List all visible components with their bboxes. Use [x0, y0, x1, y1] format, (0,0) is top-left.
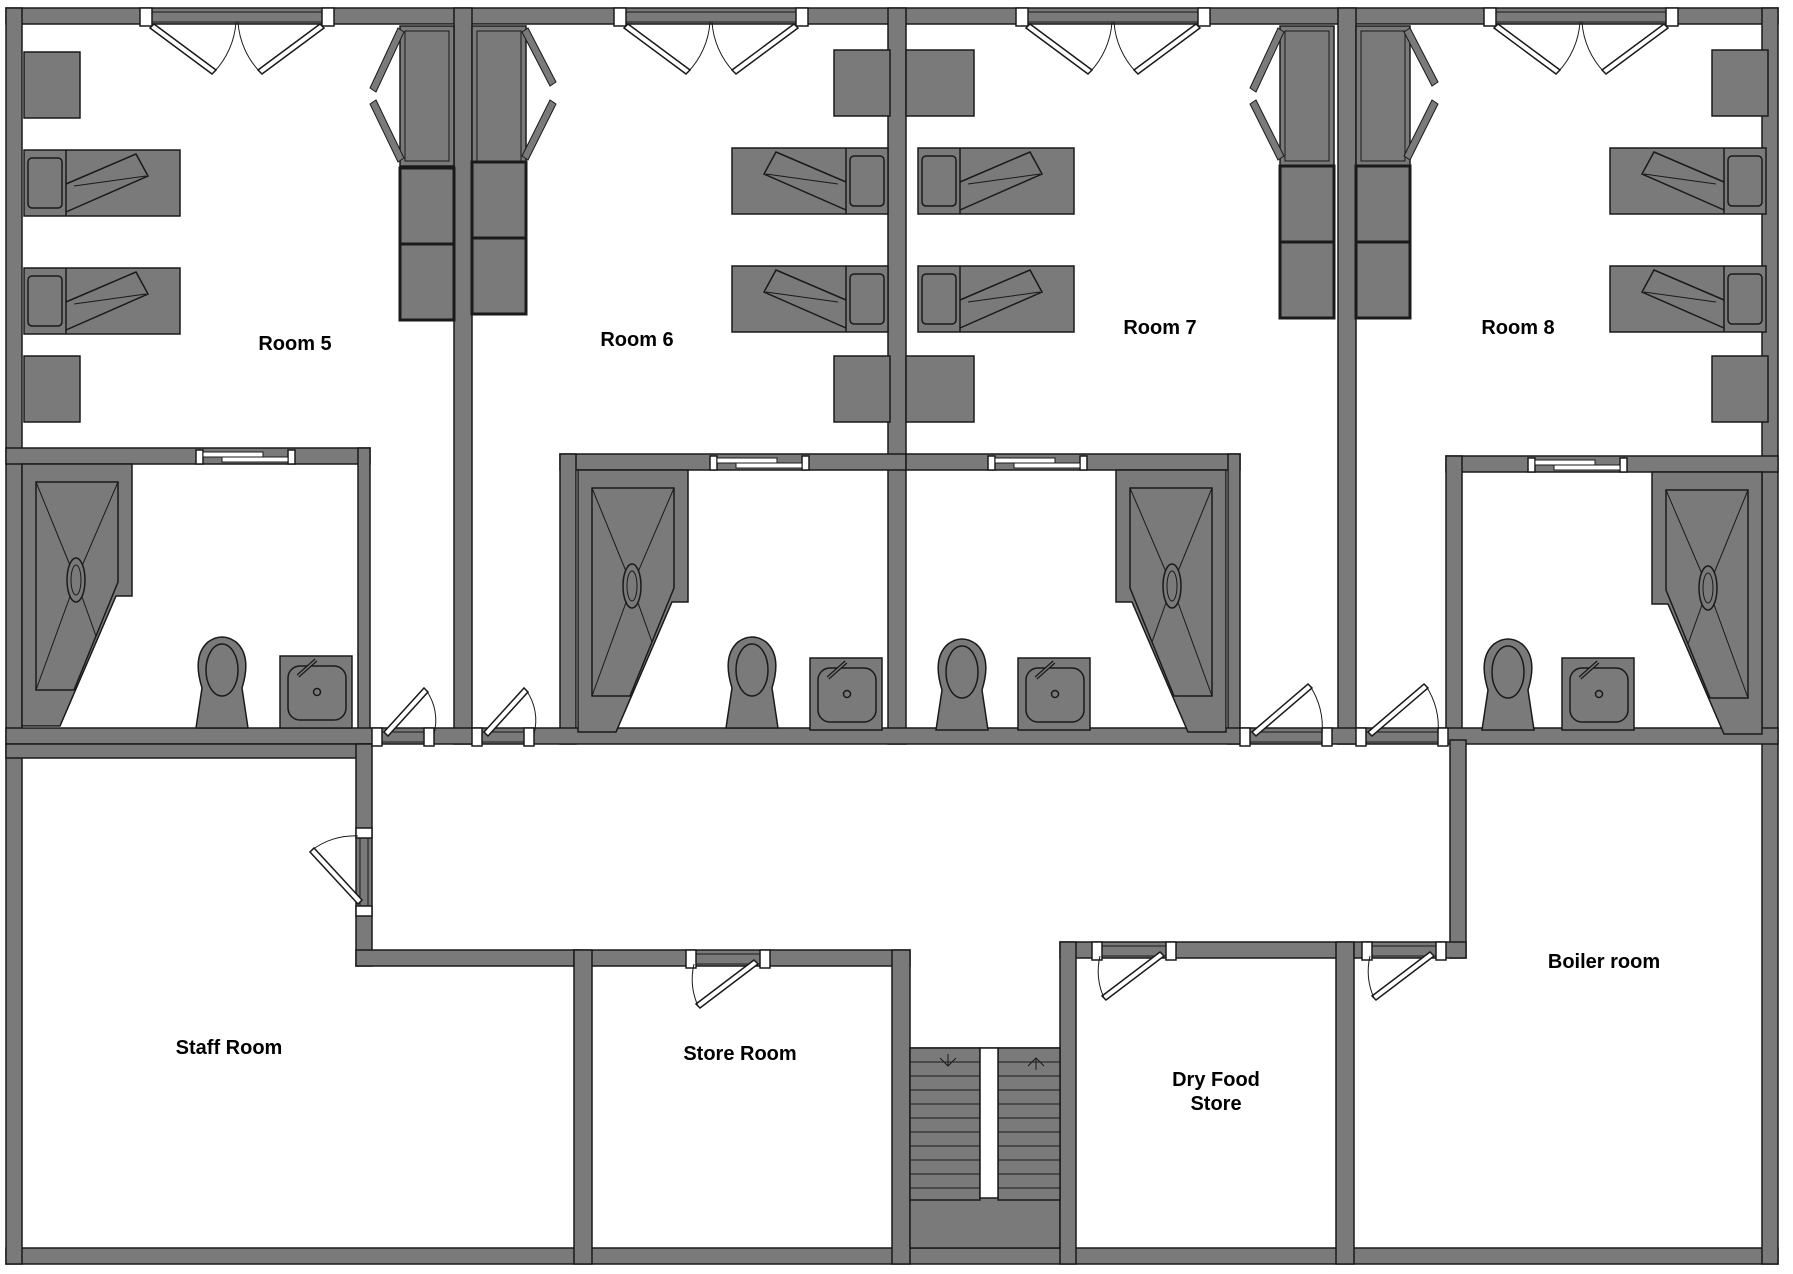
room5-label: Room 5	[258, 333, 331, 355]
room8-label: Room 8	[1481, 317, 1554, 339]
room7-furniture	[905, 25, 1336, 423]
room8-furniture	[1354, 25, 1769, 423]
ensuite-room6	[577, 455, 884, 733]
ensuite-room5	[21, 449, 354, 730]
staff-room-label: Staff Room	[176, 1037, 283, 1059]
doors	[308, 683, 1449, 1009]
dry-food-store-label-line2: Store	[1190, 1093, 1241, 1115]
room6-furniture	[470, 25, 891, 423]
boiler-room-label: Boiler room	[1548, 951, 1660, 973]
room7-label: Room 7	[1123, 317, 1196, 339]
room5-furniture	[23, 25, 456, 423]
ensuite-room7	[935, 455, 1227, 733]
room6-label: Room 6	[600, 329, 673, 351]
ensuite-room8	[1481, 457, 1763, 735]
store-room-label: Store Room	[683, 1043, 796, 1065]
walls	[5, 7, 1779, 1265]
staircase	[909, 1047, 1061, 1201]
dry-food-store-label-line1: Dry Food	[1172, 1069, 1260, 1091]
